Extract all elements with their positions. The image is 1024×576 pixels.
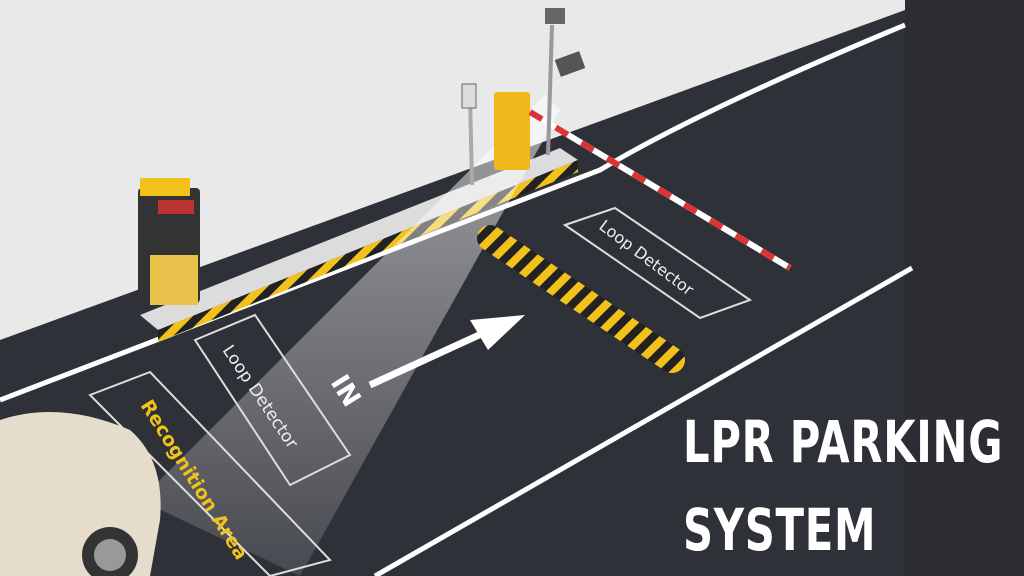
car-rim — [94, 539, 126, 571]
kiosk-display — [158, 200, 194, 214]
camera-pole — [546, 24, 554, 156]
lane-line — [373, 265, 914, 576]
barrier-arm-stripes — [528, 109, 792, 271]
recognition-area-box — [88, 370, 332, 576]
loop-detector-box — [193, 313, 352, 487]
kiosk-top — [140, 178, 190, 196]
reader-post — [468, 94, 474, 186]
kiosk-base — [150, 255, 198, 305]
title-line-2: SYSTEM — [683, 496, 877, 564]
lane-line — [0, 22, 906, 403]
light-icon — [554, 51, 586, 77]
camera-beam — [140, 95, 560, 576]
title-line-1: LPR PARKING — [683, 408, 1004, 476]
camera-icon — [545, 8, 565, 24]
arrow-head — [470, 315, 525, 350]
direction-arrow — [368, 326, 492, 389]
card-reader — [461, 83, 477, 109]
side-panel — [905, 0, 1024, 576]
barrier-gate-cabinet — [494, 92, 530, 170]
speed-bump — [477, 225, 685, 373]
loop-detector-box — [562, 206, 753, 320]
